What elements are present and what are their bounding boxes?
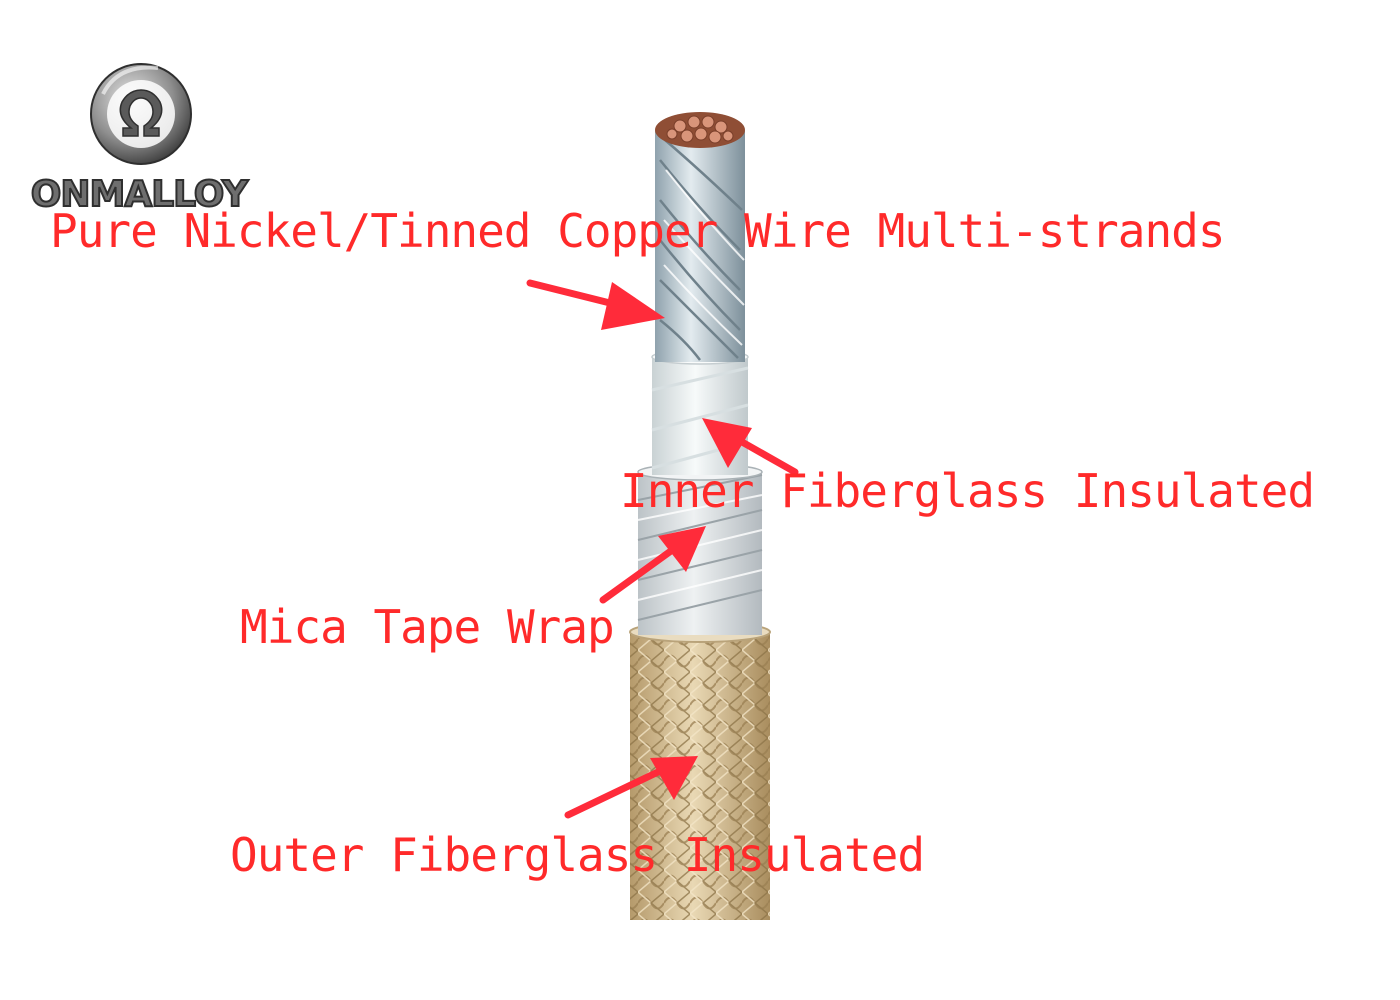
inner-fiberglass-layer xyxy=(651,349,749,475)
label-outer-fiberglass: Outer Fiberglass Insulated xyxy=(230,828,925,882)
copper-core-strands xyxy=(666,115,734,144)
label-conductor: Pure Nickel/Tinned Copper Wire Multi-str… xyxy=(50,204,1226,258)
brand-name: ONMALLOY xyxy=(30,173,249,216)
stranded-conductor xyxy=(655,112,745,362)
omega-emblem-icon xyxy=(90,63,192,165)
brand-logo: ONMALLOY xyxy=(8,36,270,216)
label-inner-fiberglass: Inner Fiberglass Insulated xyxy=(620,464,1315,518)
label-mica-tape: Mica Tape Wrap xyxy=(240,600,615,654)
